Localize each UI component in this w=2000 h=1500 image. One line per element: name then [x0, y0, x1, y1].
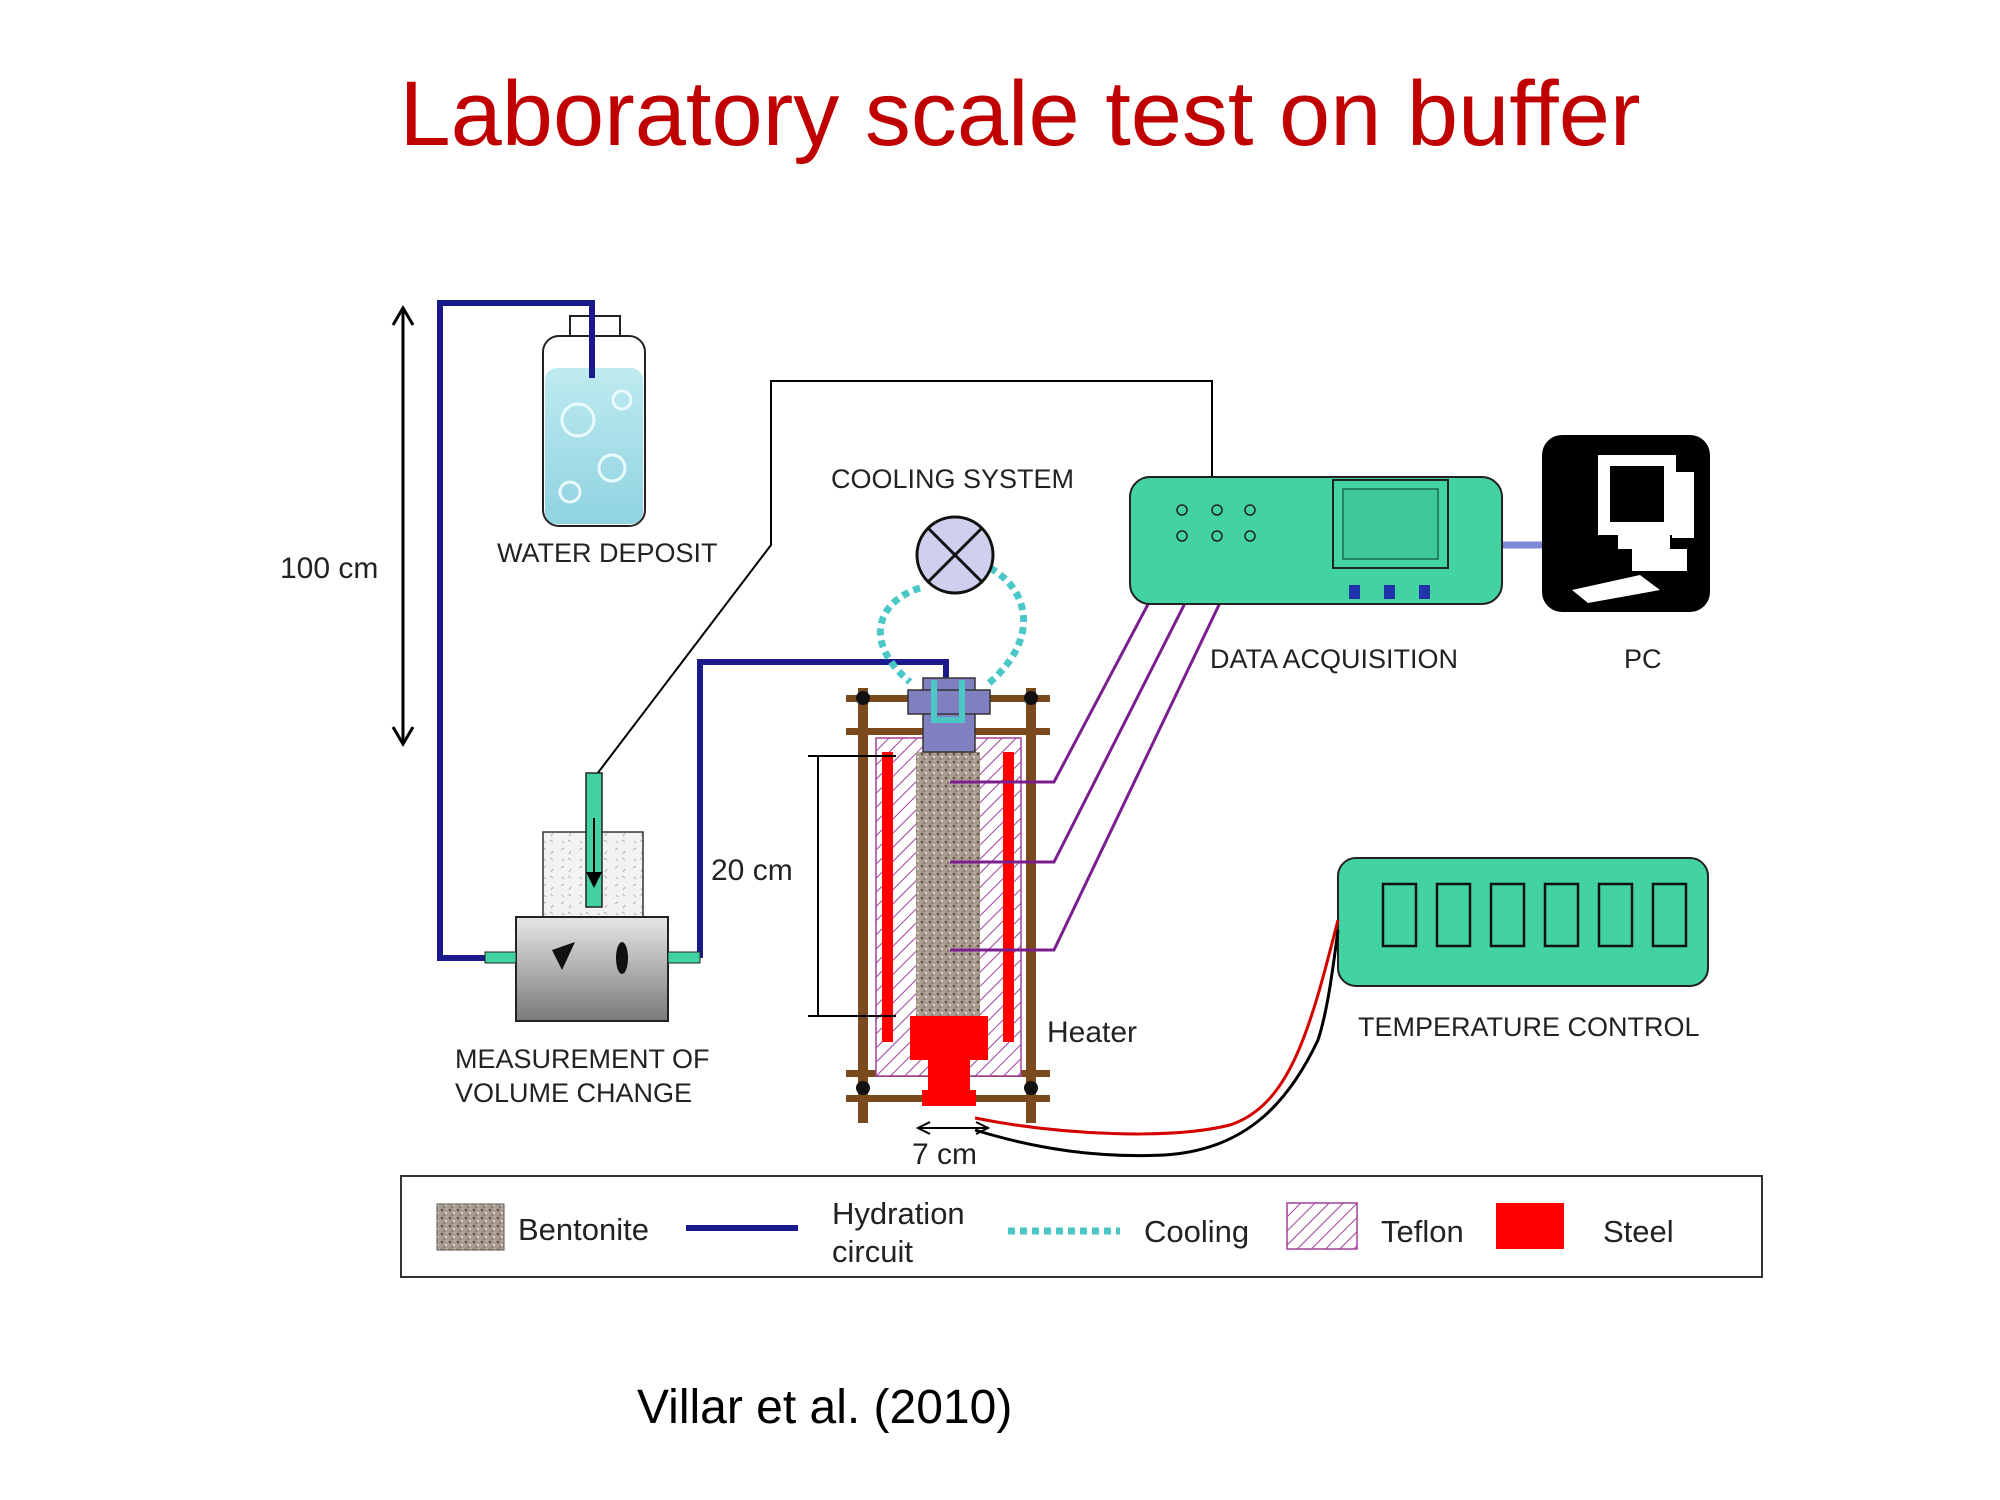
legend-steel-label: Steel — [1603, 1214, 1674, 1249]
measurement-label-line1: MEASUREMENT OF — [455, 1044, 710, 1074]
legend-hydration-label-line1: Hydration — [832, 1196, 965, 1231]
volume-change-meter — [484, 772, 701, 1022]
legend-bentonite-label: Bentonite — [518, 1212, 649, 1247]
temperature-control-label: TEMPERATURE CONTROL — [1358, 1012, 1700, 1042]
legend-hydration-label-line2: circuit — [832, 1234, 913, 1269]
pc-label: PC — [1624, 644, 1662, 674]
measurement-label-line2: VOLUME CHANGE — [455, 1078, 692, 1108]
legend-steel-swatch — [1496, 1203, 1564, 1249]
heater-label: Heater — [1047, 1016, 1137, 1049]
temperature-control-unit — [1337, 857, 1709, 987]
test-cell — [875, 677, 1022, 1106]
height-20cm-label: 20 cm — [711, 854, 793, 887]
height-100cm-label: 100 cm — [280, 552, 378, 585]
legend-bentonite-swatch — [436, 1203, 505, 1251]
legend: Bentonite Hydration circuit Cooling Tefl… — [400, 1175, 1763, 1278]
pc-icon — [1542, 435, 1710, 612]
height-20cm-dimension: 20 cm — [711, 755, 896, 1017]
diameter-7cm-label: 7 cm — [912, 1138, 977, 1171]
legend-teflon-label: Teflon — [1381, 1214, 1464, 1249]
diameter-7cm-dimension: 7 cm — [912, 1121, 991, 1171]
cooling-system-label: COOLING SYSTEM — [831, 464, 1074, 494]
water-deposit-label: WATER DEPOSIT — [497, 538, 718, 568]
citation: Villar et al. (2010) — [637, 1381, 1013, 1434]
sensor-wires — [950, 539, 1252, 952]
height-100cm-dimension: 100 cm — [280, 305, 415, 747]
water-deposit-bottle — [542, 315, 646, 527]
data-acquisition-unit — [1129, 476, 1503, 605]
cooling-pump-icon — [877, 515, 1028, 687]
slide-title: Laboratory scale test on buffer — [399, 63, 1641, 165]
data-acquisition-label: DATA ACQUISITION — [1210, 644, 1458, 674]
legend-teflon-swatch — [1286, 1202, 1358, 1250]
legend-cooling-label: Cooling — [1144, 1214, 1249, 1249]
hydration-line-left — [437, 300, 595, 961]
signal-line-volume — [593, 380, 1213, 779]
heater-cables — [974, 919, 1340, 1158]
